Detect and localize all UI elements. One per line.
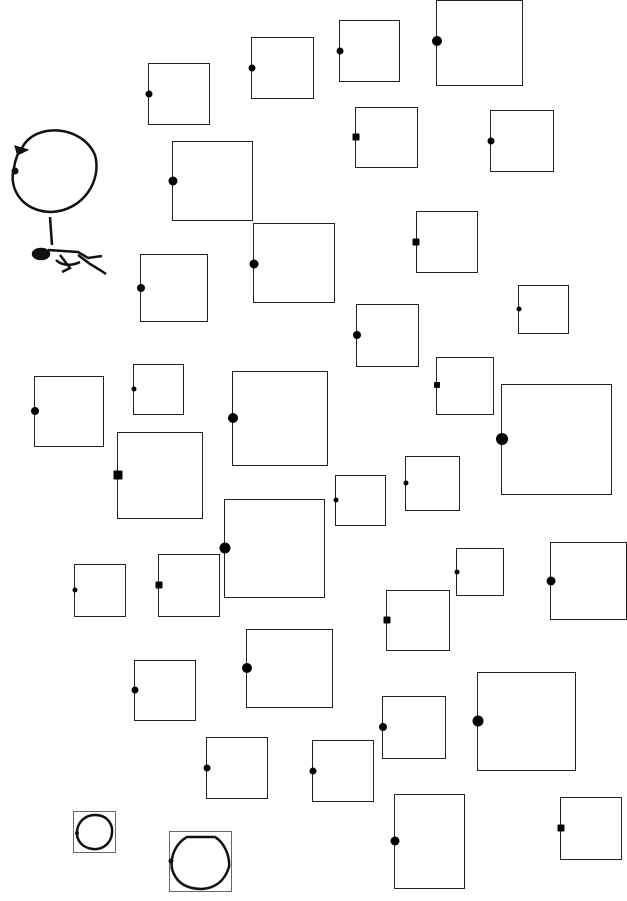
anchor-box[interactable] xyxy=(382,696,446,759)
anchor-node[interactable] xyxy=(558,825,565,832)
anchor-node[interactable] xyxy=(547,577,556,586)
anchor-box[interactable] xyxy=(355,107,418,168)
anchor-box[interactable] xyxy=(394,794,465,889)
anchor-node[interactable] xyxy=(156,582,163,589)
anchor-box[interactable] xyxy=(335,475,386,526)
anchor-box[interactable] xyxy=(133,364,184,415)
anchor-box[interactable] xyxy=(158,554,220,617)
anchor-box[interactable] xyxy=(172,141,253,221)
anchor-box[interactable] xyxy=(206,737,268,799)
anchor-node[interactable] xyxy=(310,768,317,775)
anchor-node[interactable] xyxy=(137,284,145,292)
anchor-node[interactable] xyxy=(496,433,508,445)
anchor-box[interactable] xyxy=(518,285,569,334)
anchor-node[interactable] xyxy=(353,331,361,339)
anchor-box[interactable] xyxy=(312,740,374,802)
anchor-node[interactable] xyxy=(228,413,238,423)
anchor-box[interactable] xyxy=(140,254,208,322)
anchor-node[interactable] xyxy=(220,543,231,554)
anchor-node[interactable] xyxy=(455,570,460,575)
anchor-node[interactable] xyxy=(384,617,391,624)
anchor-node[interactable] xyxy=(169,177,178,186)
anchor-box[interactable] xyxy=(246,629,333,708)
anchor-node[interactable] xyxy=(242,663,252,673)
anchor-box[interactable] xyxy=(74,564,126,617)
anchor-box[interactable] xyxy=(490,110,554,172)
anchor-box[interactable] xyxy=(134,660,196,721)
anchor-node[interactable] xyxy=(337,48,344,55)
anchor-node[interactable] xyxy=(31,407,39,415)
anchor-node[interactable] xyxy=(249,65,256,72)
anchor-box[interactable] xyxy=(416,211,478,273)
anchor-box[interactable] xyxy=(501,384,612,495)
anchor-box[interactable] xyxy=(117,432,203,519)
anchor-node[interactable] xyxy=(391,837,400,846)
anchor-box[interactable] xyxy=(148,63,210,125)
anchor-node[interactable] xyxy=(517,307,522,312)
anchor-box[interactable] xyxy=(436,0,523,86)
anchor-box[interactable] xyxy=(405,456,460,511)
anchor-box[interactable] xyxy=(456,548,504,596)
anchor-node[interactable] xyxy=(404,481,409,486)
anchor-box[interactable] xyxy=(477,672,576,771)
anchor-node[interactable] xyxy=(488,138,495,145)
anchor-box[interactable] xyxy=(339,20,400,82)
anchor-box[interactable] xyxy=(560,797,622,860)
grapple-loop-icon xyxy=(73,811,116,853)
anchor-node[interactable] xyxy=(132,687,139,694)
anchor-box[interactable] xyxy=(34,376,104,447)
anchor-node[interactable] xyxy=(114,471,123,480)
anchor-box[interactable] xyxy=(356,304,419,367)
anchor-node[interactable] xyxy=(132,387,137,392)
anchor-node[interactable] xyxy=(413,239,420,246)
anchor-node[interactable] xyxy=(473,716,484,727)
anchor-node[interactable] xyxy=(146,91,153,98)
anchor-box[interactable] xyxy=(251,37,314,99)
anchor-node[interactable] xyxy=(204,765,211,772)
anchor-box[interactable] xyxy=(550,542,627,620)
anchor-node[interactable] xyxy=(73,588,78,593)
anchor-node[interactable] xyxy=(379,723,387,731)
grapple-loop-icon xyxy=(12,130,97,212)
stick-figure-grappler-icon[interactable] xyxy=(33,217,106,274)
grapple-loop-icon xyxy=(169,831,232,892)
anchor-node[interactable] xyxy=(334,498,339,503)
anchor-box[interactable] xyxy=(386,590,450,651)
anchor-box[interactable] xyxy=(253,223,335,303)
anchor-box[interactable] xyxy=(232,371,328,466)
anchor-node[interactable] xyxy=(434,382,440,388)
anchor-box[interactable] xyxy=(224,499,325,598)
anchor-node[interactable] xyxy=(432,36,442,46)
anchor-box[interactable] xyxy=(436,357,494,415)
anchor-node[interactable] xyxy=(250,260,259,269)
anchor-node[interactable] xyxy=(353,134,360,141)
